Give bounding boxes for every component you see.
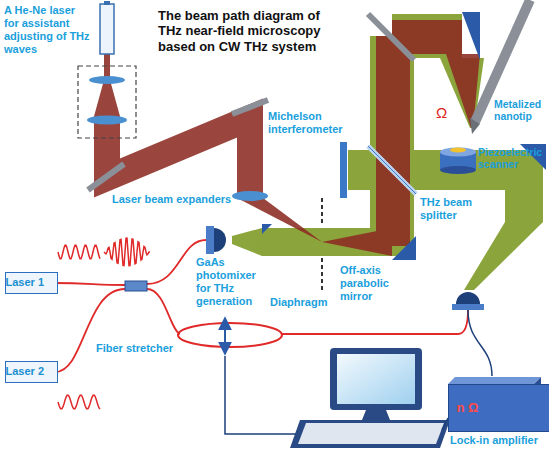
computer-base <box>290 420 450 448</box>
fiber <box>147 289 180 334</box>
lock-in-top <box>448 377 541 384</box>
laser-waves <box>58 238 150 409</box>
laser-cap <box>104 1 110 5</box>
laser-beam-diverging <box>93 80 121 120</box>
off-axis-parabolic-mirror <box>462 12 480 60</box>
nanotip <box>470 118 480 134</box>
wire <box>468 310 492 376</box>
part-label: Laser beam expanders <box>112 193 237 206</box>
piezo-scanner <box>440 148 476 157</box>
laser-beam-band <box>107 118 250 195</box>
computer-screen <box>337 354 415 404</box>
laser-beam <box>93 20 480 256</box>
lens <box>232 191 268 201</box>
laser-box: Laser 2 <box>5 361 58 383</box>
computer-monitor <box>330 348 422 410</box>
laser-label: A He-Ne laser for assistant adjusting of… <box>4 4 92 56</box>
thz-detector <box>456 292 480 304</box>
mirror <box>368 14 414 60</box>
diaphragm <box>321 198 323 226</box>
expander-bracket <box>78 66 136 138</box>
fiber <box>53 283 125 285</box>
he-ne-laser <box>100 4 114 54</box>
part-label: Fiber stretcher <box>96 342 186 355</box>
diaphragm <box>321 258 323 290</box>
laser-name: Laser 1 <box>6 276 45 289</box>
laser-name: Laser 2 <box>6 365 45 378</box>
fiber-coupler <box>125 281 147 291</box>
monitor-stand <box>362 410 390 420</box>
mirror <box>232 100 268 114</box>
part-label: GaAs photomixer for THz generation <box>196 256 270 308</box>
part-label: Diaphragm <box>270 296 340 309</box>
wave <box>58 395 100 409</box>
thz-cone <box>232 228 262 256</box>
lock-in-amplifier: n ΩLock-in amplifier <box>448 384 549 432</box>
part-label: Metalized nanotip <box>494 98 548 123</box>
thz-beam-splitter <box>368 146 416 194</box>
wave <box>104 238 150 266</box>
instrument-label: Lock-in amplifier <box>450 434 538 447</box>
symbol-label: Ω <box>436 104 456 122</box>
part-label: Off-axis parabolic mirror <box>340 264 412 303</box>
diagram-title: The beam path diagram of THz near-field … <box>158 8 340 54</box>
gaas-photomixer <box>214 228 226 252</box>
small-mirror <box>262 224 272 234</box>
stretch-arrow <box>224 319 226 353</box>
fiber-stretcher <box>178 323 282 347</box>
part-label: Michelson interferometer <box>268 110 348 136</box>
michelson-mirror <box>340 142 347 198</box>
photomixer-plate <box>206 226 214 254</box>
part-label: THz beam splitter <box>420 196 480 222</box>
part-label: Piezoelectric scanner <box>478 146 546 171</box>
piezo-scanner <box>440 166 476 174</box>
detector-base <box>452 304 484 310</box>
lens <box>89 76 125 84</box>
fiber <box>55 289 125 372</box>
off-axis-parabolic-mirror <box>392 236 416 260</box>
thz-cone <box>464 222 543 290</box>
laser-box: Laser 1 <box>5 272 58 294</box>
instrument-readout: n Ω <box>456 400 478 416</box>
fiber <box>282 310 468 334</box>
wire <box>225 356 296 434</box>
wave <box>58 245 100 258</box>
mirror <box>88 164 124 190</box>
sample <box>450 148 466 153</box>
keyboard <box>298 423 444 444</box>
laser-beam-converging <box>237 198 322 242</box>
thz-band <box>370 36 414 256</box>
thz-band <box>262 228 392 256</box>
lens <box>87 116 127 125</box>
thz-beam-splitter <box>368 146 416 194</box>
laser-beam-band <box>376 36 410 246</box>
